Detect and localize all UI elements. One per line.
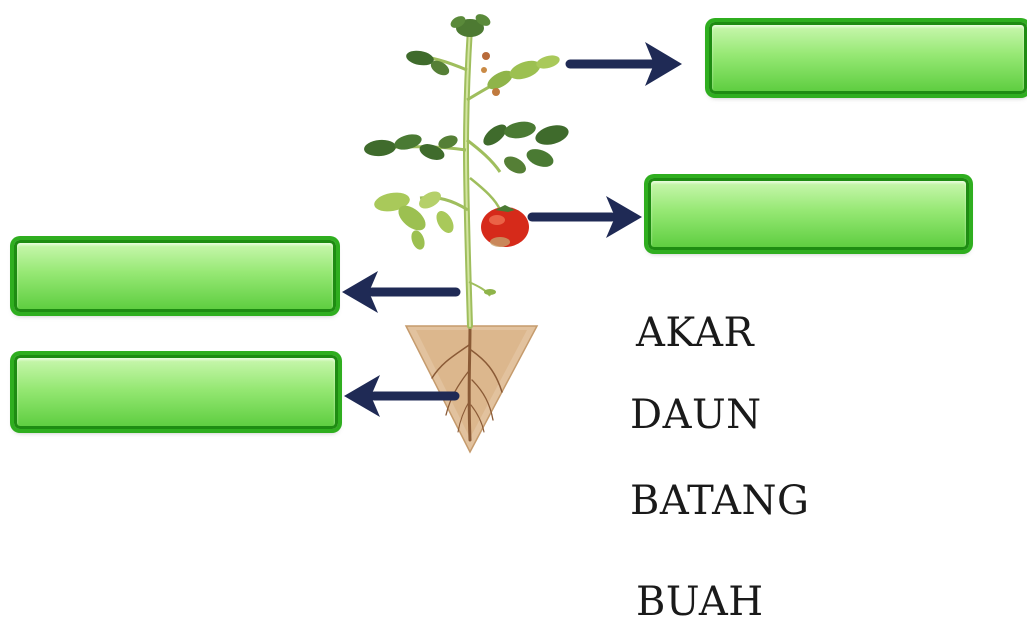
arrow-to-left-upper-box xyxy=(342,271,461,313)
arrow-to-left-lower-box xyxy=(344,375,460,417)
answer-box-stem[interactable] xyxy=(14,240,336,312)
flowers xyxy=(481,52,500,96)
word-bank-item-akar[interactable]: AKAR xyxy=(636,310,755,356)
word-bank-item-batang[interactable]: BATANG xyxy=(630,478,810,524)
arrow-to-mid-right-box xyxy=(527,196,642,238)
answer-box-fruit[interactable] xyxy=(648,178,969,250)
soil-triangle xyxy=(404,325,539,454)
arrow-to-top-right-box xyxy=(565,42,682,86)
answer-box-leaf-tip[interactable] xyxy=(709,22,1027,94)
tomato-fruit xyxy=(481,205,529,247)
answer-box-root[interactable] xyxy=(14,355,338,429)
roots xyxy=(431,324,503,442)
word-bank-item-buah[interactable]: BUAH xyxy=(636,579,764,625)
leaves xyxy=(364,14,569,295)
word-bank-item-daun[interactable]: DAUN xyxy=(630,392,762,438)
